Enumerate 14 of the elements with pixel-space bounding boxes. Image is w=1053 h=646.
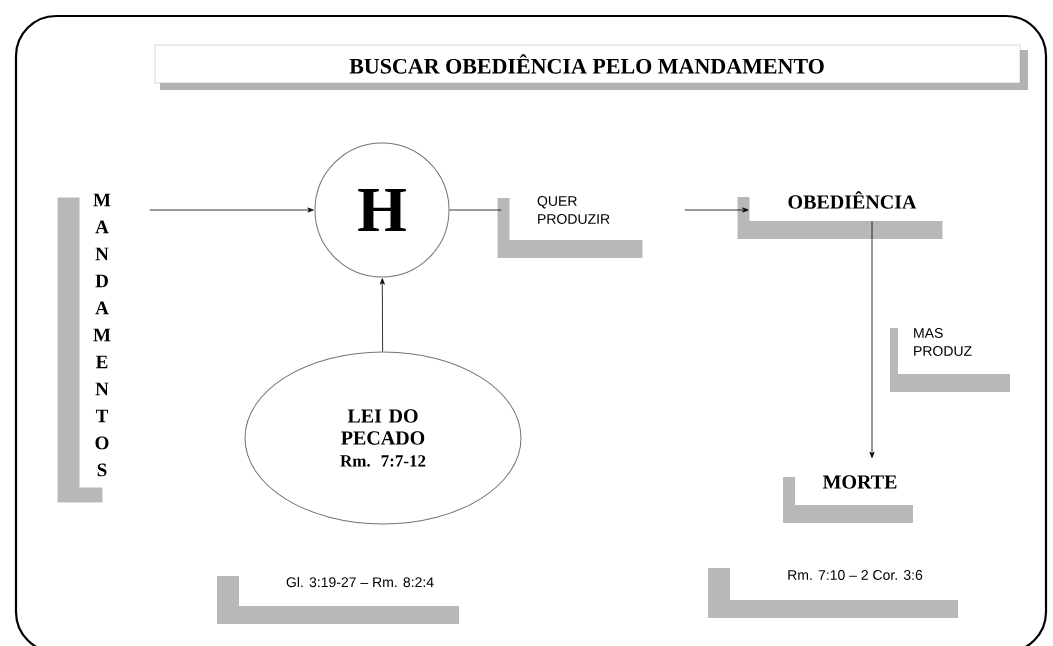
- text-box: MAS PRODUZ: [890, 310, 1018, 392]
- circle-node: H: [314, 142, 450, 278]
- reference-box: Gl. 3:19-27 – Rm. 8:2:4: [217, 558, 481, 624]
- text-box: MORTE: [783, 459, 925, 523]
- text-box: QUER PRODUZIR: [497, 180, 655, 258]
- arrow: [149, 207, 314, 213]
- reference-box: Rm. 7:10 – 2 Cor. 3:6: [708, 550, 980, 618]
- title-banner: BUSCAR OBEDIÊNCIA PELO MANDAMENTO: [154, 44, 1028, 90]
- arrow: [684, 207, 749, 213]
- ellipse-node: LEI DO PECADO Rm. 7:7-12: [244, 351, 522, 525]
- arrow: [869, 220, 875, 459]
- text-box: OBEDIÊNCIA: [737, 179, 955, 239]
- letter-column-box: MANDAMENTOS: [57, 182, 125, 503]
- arrow: [379, 278, 385, 352]
